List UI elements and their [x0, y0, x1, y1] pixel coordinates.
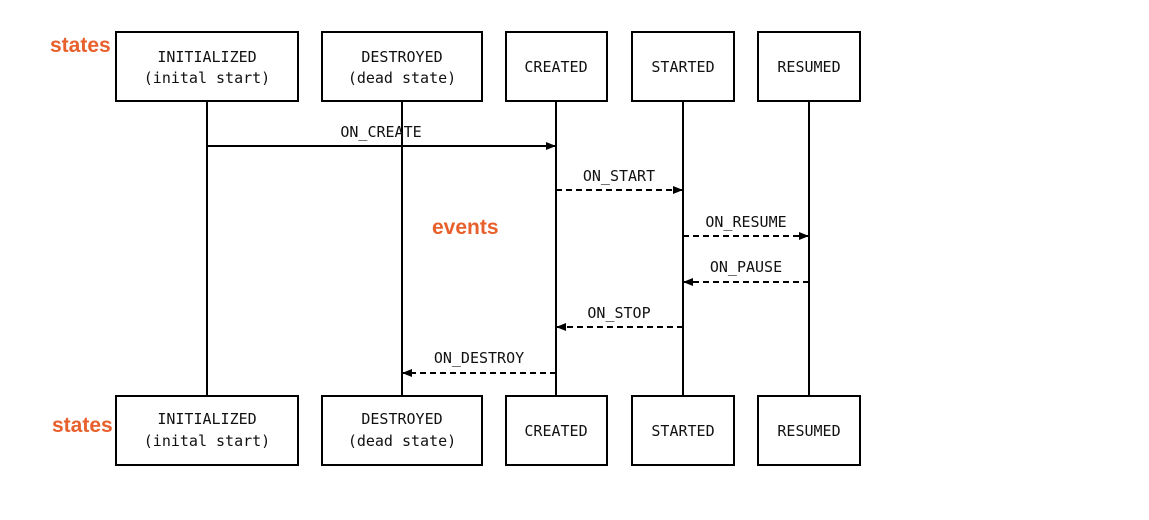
state-label: CREATED [524, 422, 587, 440]
annotations: states states events [50, 34, 499, 437]
state-box-destroyed-bottom: DESTROYED (dead state) [321, 395, 483, 466]
state-box-created-top: CREATED [505, 31, 608, 102]
state-label: DESTROYED [361, 48, 442, 66]
top-states: INITIALIZED (inital start) DESTROYED (de… [115, 31, 861, 102]
state-label: CREATED [524, 58, 587, 76]
event-on-resume: ON_RESUME [683, 213, 809, 240]
event-on-stop: ON_STOP [556, 304, 683, 331]
state-box-resumed-top: RESUMED [757, 31, 861, 102]
state-label: DESTROYED [361, 410, 442, 428]
state-label: RESUMED [777, 58, 840, 76]
event-transitions: ON_CREATE ON_START ON_RESUME ON_PAUSE ON… [207, 123, 809, 377]
event-on-destroy: ON_DESTROY [402, 349, 556, 377]
state-box-resumed-bottom: RESUMED [757, 395, 861, 466]
bottom-states: INITIALIZED (inital start) DESTROYED (de… [115, 395, 861, 466]
state-label: RESUMED [777, 422, 840, 440]
event-on-pause: ON_PAUSE [683, 258, 809, 286]
states-annotation-bottom: states [52, 414, 113, 437]
state-sublabel: (dead state) [348, 69, 456, 87]
state-box-initialized-top: INITIALIZED (inital start) [115, 31, 299, 102]
event-label: ON_DESTROY [434, 349, 524, 367]
state-label: INITIALIZED [157, 410, 256, 428]
state-sublabel: (dead state) [348, 432, 456, 450]
event-on-start: ON_START [556, 167, 683, 194]
state-box-destroyed-top: DESTROYED (dead state) [321, 31, 483, 102]
state-sublabel: (inital start) [144, 432, 270, 450]
events-annotation: events [432, 216, 499, 239]
event-on-create: ON_CREATE [207, 123, 556, 150]
event-label: ON_STOP [587, 304, 650, 322]
state-sublabel: (inital start) [144, 69, 270, 87]
state-box-created-bottom: CREATED [505, 395, 608, 466]
event-label: ON_PAUSE [710, 258, 782, 276]
state-label: INITIALIZED [157, 48, 256, 66]
state-box-started-top: STARTED [631, 31, 735, 102]
state-box-started-bottom: STARTED [631, 395, 735, 466]
state-label: STARTED [651, 422, 714, 440]
state-label: STARTED [651, 58, 714, 76]
state-box-initialized-bottom: INITIALIZED (inital start) [115, 395, 299, 466]
event-label: ON_RESUME [705, 213, 786, 231]
states-annotation-top: states [50, 34, 111, 57]
event-label: ON_CREATE [340, 123, 421, 141]
lifelines [206, 101, 810, 396]
event-label: ON_START [583, 167, 655, 185]
